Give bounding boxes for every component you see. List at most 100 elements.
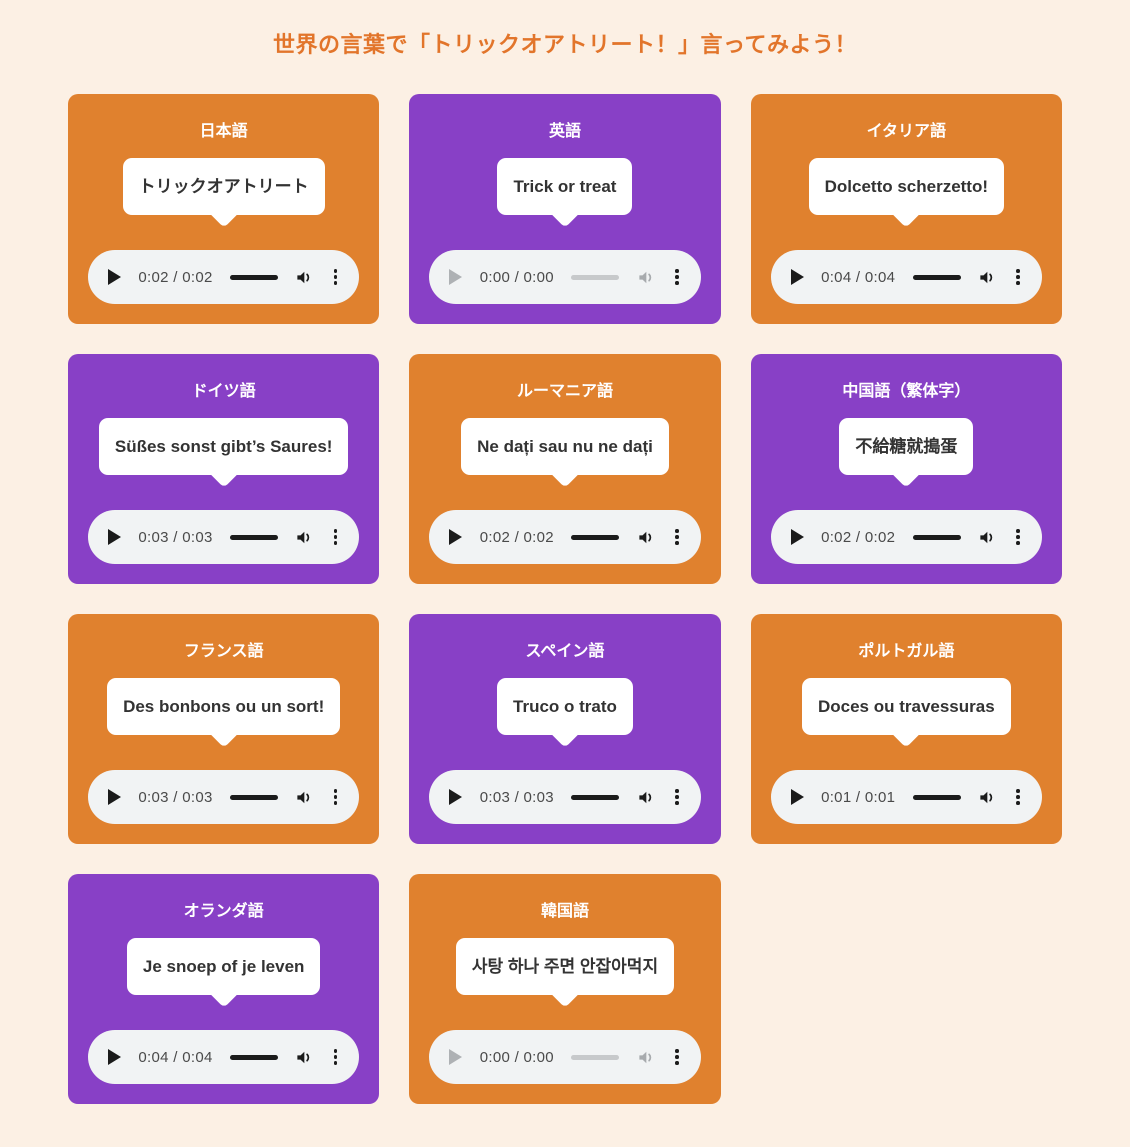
phrase-text: Des bonbons ou un sort!	[123, 697, 325, 716]
language-card-1: 日本語 トリックオアトリート 0:02 / 0:02	[68, 94, 380, 324]
vertical-ellipsis-icon[interactable]	[673, 1045, 681, 1069]
progress-bar[interactable]	[571, 794, 620, 800]
phrase-text: Ne dați sau nu ne dați	[477, 437, 653, 456]
phrase-bubble: Dolcetto scherzetto!	[808, 158, 1005, 228]
time-display: 0:03 / 0:03	[138, 528, 213, 546]
bubble-tail-icon	[891, 198, 922, 228]
speaker-volume-icon[interactable]	[295, 788, 314, 807]
audio-player[interactable]: 0:04 / 0:04	[88, 1030, 360, 1084]
vertical-ellipsis-icon[interactable]	[332, 1045, 340, 1069]
progress-bar[interactable]	[912, 794, 961, 800]
language-label: ルーマニア語	[516, 383, 613, 400]
play-button[interactable]	[449, 529, 463, 545]
language-card-6: 中国語（繁体字） 不給糖就搗蛋 0:02 / 0:02	[750, 354, 1062, 584]
vertical-ellipsis-icon[interactable]	[673, 785, 681, 809]
language-card-10: オランダ語 Je snoep of je leven 0:04 / 0:04	[68, 874, 380, 1104]
audio-player[interactable]: 0:03 / 0:03	[88, 770, 360, 824]
time-display: 0:03 / 0:03	[479, 788, 554, 806]
bubble-tail-icon	[208, 978, 239, 1008]
bubble-tail-icon	[891, 718, 922, 748]
play-triangle-icon	[108, 529, 121, 545]
speaker-volume-icon[interactable]	[295, 268, 314, 287]
play-button[interactable]	[449, 789, 463, 805]
speaker-volume-icon[interactable]	[978, 268, 997, 287]
audio-player[interactable]: 0:03 / 0:03	[429, 770, 701, 824]
audio-player[interactable]: 0:02 / 0:02	[429, 510, 701, 564]
audio-player[interactable]: 0:01 / 0:01	[770, 770, 1042, 824]
progress-bar[interactable]	[230, 794, 279, 800]
play-triangle-icon	[108, 789, 121, 805]
play-triangle-icon	[449, 1049, 463, 1065]
play-triangle-icon	[449, 789, 463, 805]
bubble-tail-icon	[550, 458, 580, 488]
progress-bar[interactable]	[912, 274, 961, 280]
speaker-volume-icon[interactable]	[295, 528, 314, 547]
progress-bar[interactable]	[230, 274, 279, 280]
progress-bar[interactable]	[571, 274, 620, 280]
vertical-ellipsis-icon[interactable]	[673, 525, 681, 549]
audio-player[interactable]: 0:02 / 0:02	[770, 510, 1042, 564]
play-button[interactable]	[108, 529, 121, 545]
speaker-volume-icon[interactable]	[637, 1048, 656, 1067]
phrase-text: Süßes sonst gibt’s Saures!	[114, 437, 333, 456]
vertical-ellipsis-icon[interactable]	[1014, 785, 1022, 809]
vertical-ellipsis-icon[interactable]	[673, 265, 681, 289]
language-card-8: スペイン語 Truco o trato 0:03 / 0:03	[409, 614, 721, 844]
speaker-volume-icon[interactable]	[637, 528, 656, 547]
language-card-9: ポルトガル語 Doces ou travessuras 0:01 / 0:01	[750, 614, 1062, 844]
progress-bar[interactable]	[571, 534, 620, 540]
speaker-volume-icon[interactable]	[295, 1048, 314, 1067]
time-display: 0:04 / 0:04	[138, 1048, 213, 1066]
speaker-volume-icon[interactable]	[978, 788, 997, 807]
speaker-volume-icon[interactable]	[978, 528, 997, 547]
bubble-tail-icon	[550, 718, 580, 748]
audio-player[interactable]: 0:03 / 0:03	[88, 510, 360, 564]
vertical-ellipsis-icon[interactable]	[1014, 265, 1022, 289]
progress-bar[interactable]	[571, 1054, 620, 1060]
progress-bar[interactable]	[230, 534, 279, 540]
progress-bar[interactable]	[912, 534, 961, 540]
phrase-bubble: Doces ou travessuras	[801, 678, 1011, 748]
audio-player[interactable]: 0:00 / 0:00	[429, 1030, 701, 1084]
bubble-tail-icon	[208, 198, 239, 228]
language-label: スペイン語	[525, 643, 605, 660]
play-button[interactable]	[108, 789, 121, 805]
vertical-ellipsis-icon[interactable]	[332, 785, 340, 809]
phrase-bubble: Des bonbons ou un sort!	[107, 678, 341, 748]
play-button[interactable]	[449, 1049, 463, 1065]
speaker-volume-icon[interactable]	[637, 268, 656, 287]
bubble-tail-icon	[208, 458, 239, 488]
progress-bar[interactable]	[230, 1054, 279, 1060]
play-button[interactable]	[790, 269, 804, 285]
speaker-volume-icon[interactable]	[637, 788, 656, 807]
play-triangle-icon	[108, 269, 121, 285]
audio-player[interactable]: 0:02 / 0:02	[88, 250, 360, 304]
language-card-5: ルーマニア語 Ne dați sau nu ne dați 0:02 / 0:0…	[409, 354, 721, 584]
play-button[interactable]	[449, 269, 463, 285]
play-button[interactable]	[790, 789, 804, 805]
vertical-ellipsis-icon[interactable]	[332, 525, 340, 549]
time-display: 0:00 / 0:00	[479, 1048, 554, 1066]
cards-grid: 日本語 トリックオアトリート 0:02 / 0:02 英語	[68, 94, 1062, 1104]
play-button[interactable]	[108, 269, 121, 285]
time-display: 0:02 / 0:02	[138, 268, 213, 286]
vertical-ellipsis-icon[interactable]	[1014, 525, 1022, 549]
phrase-text: 不給糖就搗蛋	[855, 437, 958, 456]
language-label: 韓国語	[540, 903, 589, 920]
phrase-text: トリックオアトリート	[138, 177, 309, 196]
language-label: 日本語	[199, 123, 248, 140]
vertical-ellipsis-icon[interactable]	[332, 265, 340, 289]
audio-player[interactable]: 0:00 / 0:00	[429, 250, 701, 304]
language-card-2: 英語 Trick or treat 0:00 / 0:00	[409, 94, 721, 324]
play-button[interactable]	[790, 529, 804, 545]
language-card-7: フランス語 Des bonbons ou un sort! 0:03 / 0:0…	[68, 614, 380, 844]
phrase-bubble: Ne dați sau nu ne dați	[461, 418, 669, 488]
play-triangle-icon	[449, 269, 463, 285]
phrase-text: Dolcetto scherzetto!	[824, 177, 989, 196]
audio-player[interactable]: 0:04 / 0:04	[770, 250, 1042, 304]
play-triangle-icon	[790, 269, 804, 285]
language-label: オランダ語	[183, 903, 264, 920]
play-button[interactable]	[108, 1049, 121, 1065]
time-display: 0:02 / 0:02	[479, 528, 554, 546]
phrase-bubble: Truco o trato	[497, 678, 633, 748]
